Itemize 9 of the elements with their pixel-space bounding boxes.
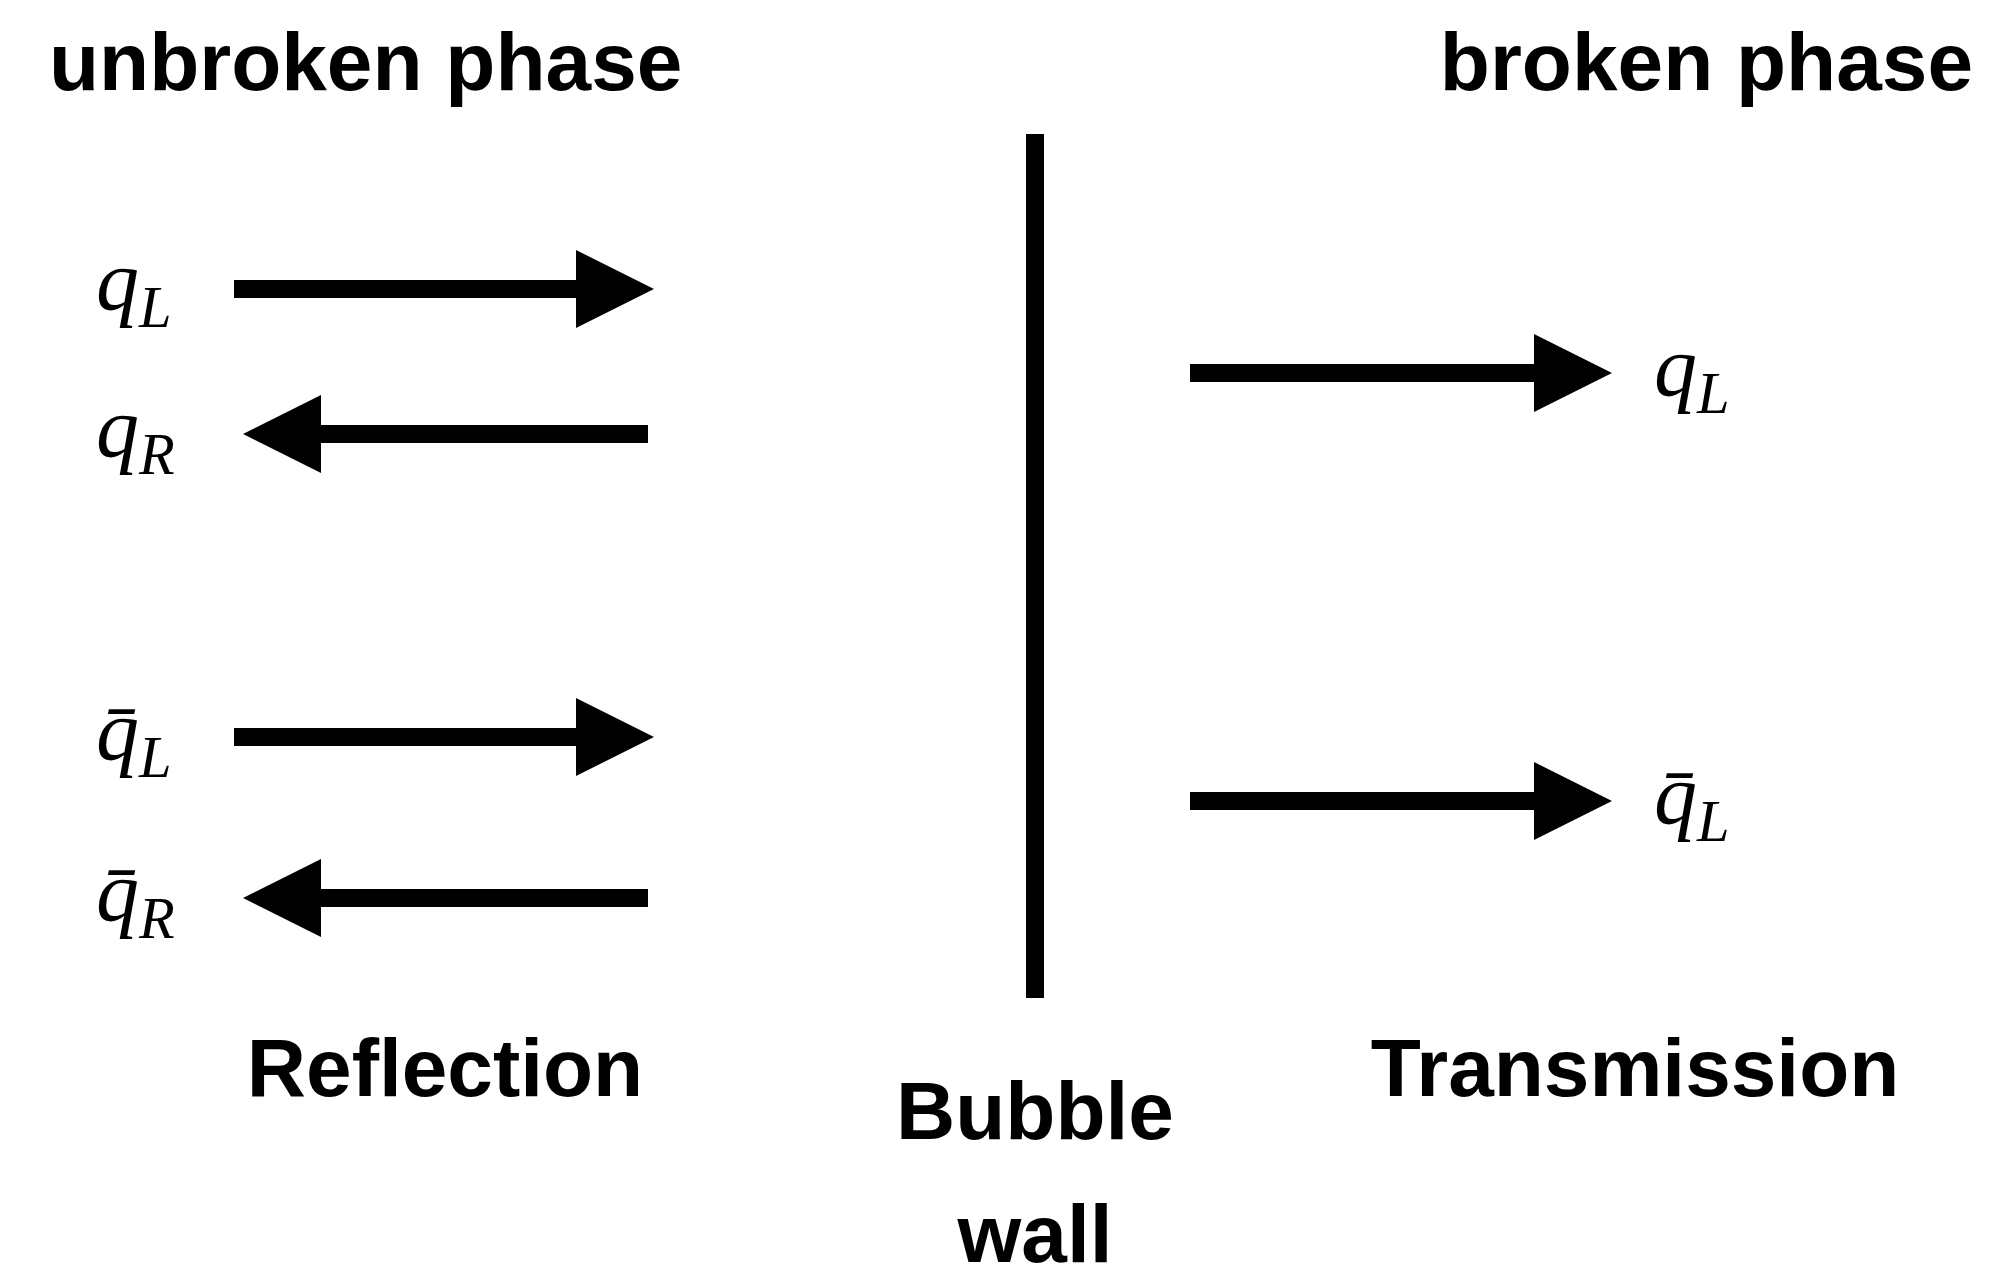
region-caption: Transmission [1370,1027,1900,1109]
particle-label: q$_{L}$ [96,237,172,337]
region-caption: Reflection [246,1027,644,1109]
particle-label: q̄$_{L}$ [1654,751,1730,851]
particle-label: q̄$_{L}$ [96,687,172,787]
wall-caption: Bubble wall [895,1064,1175,1277]
particle-label: q$_{R}$ [96,384,175,484]
particle-label: q$_{L}$ [1654,323,1730,423]
particle-label: q̄$_{R}$ [96,848,175,948]
